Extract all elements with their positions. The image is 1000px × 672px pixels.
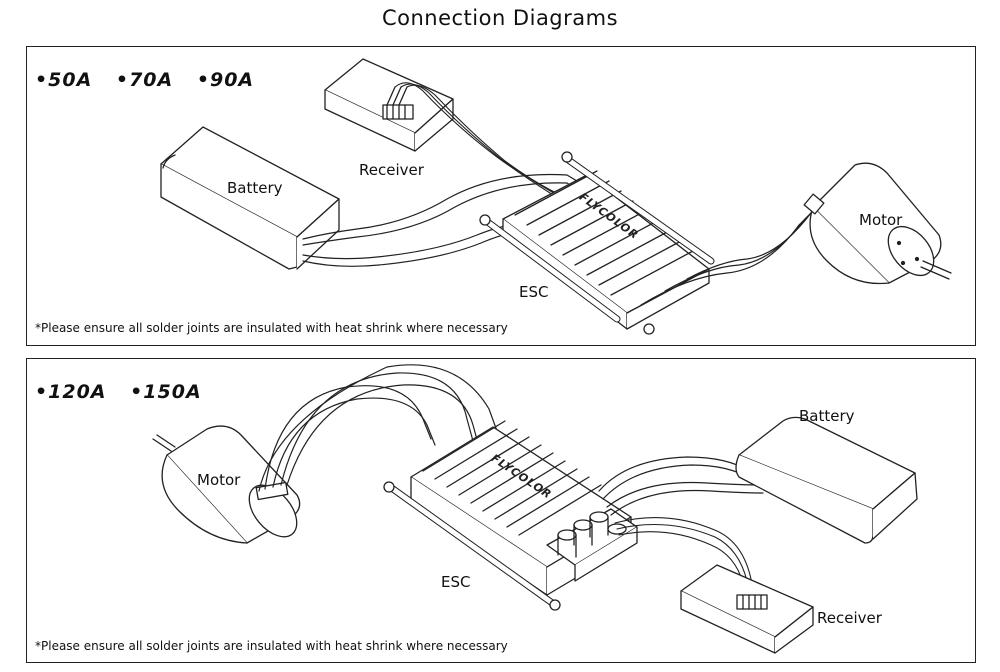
variant-90a: •90A: [196, 69, 255, 91]
motor-illustration: [152, 425, 301, 544]
battery-label: Battery: [799, 407, 855, 425]
variant-70a: •70A: [115, 69, 174, 91]
receiver-label: Receiver: [359, 161, 424, 179]
motor-wires: [640, 198, 826, 306]
model-variants: •120A •150A: [35, 381, 218, 403]
battery-wires: [598, 456, 764, 516]
motor-label: Motor: [859, 211, 903, 229]
connection-diagram-2: FLYCOLOR: [152, 364, 918, 654]
battery-illustration: [160, 126, 340, 270]
receiver-cable: [394, 82, 592, 216]
receiver-illustration: [324, 58, 454, 152]
diagram-panel-50a-90a: FLYCOLOR •50A •70A •90A Receiver Battery…: [26, 46, 976, 346]
variant-150a: •150A: [130, 381, 202, 403]
battery-illustration: [735, 416, 918, 544]
receiver-cable: [614, 517, 752, 584]
motor-wires: [258, 364, 498, 492]
receiver-label: Receiver: [817, 609, 882, 627]
battery-label: Battery: [227, 179, 283, 197]
esc-label: ESC: [519, 283, 549, 301]
diagram-panel-120a-150a: FLYCOLOR •12: [26, 358, 976, 663]
receiver-illustration: [680, 564, 814, 654]
connection-diagram-1: FLYCOLOR: [160, 58, 952, 335]
insulation-note: *Please ensure all solder joints are ins…: [35, 321, 508, 335]
variant-50a: •50A: [35, 69, 93, 91]
page-title: Connection Diagrams: [381, 6, 619, 30]
esc-illustration: FLYCOLOR: [383, 420, 638, 611]
insulation-note: *Please ensure all solder joints are ins…: [35, 639, 508, 653]
esc-label: ESC: [441, 573, 471, 591]
model-variants: •50A •70A •90A: [35, 69, 270, 91]
motor-label: Motor: [197, 471, 241, 489]
esc-illustration: FLYCOLOR: [479, 151, 715, 335]
motor-illustration: [803, 162, 952, 285]
variant-120a: •120A: [35, 381, 107, 403]
